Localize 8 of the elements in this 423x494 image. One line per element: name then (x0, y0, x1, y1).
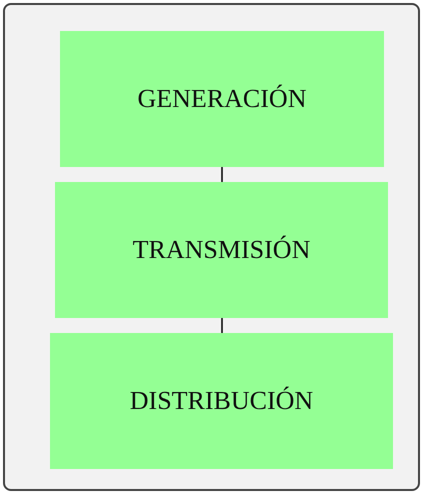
process-box (55, 182, 388, 318)
box-label: TRANSMISIÓN (132, 235, 310, 265)
process-box (50, 333, 393, 469)
process-box (60, 31, 384, 167)
box-label: DISTRIBUCIÓN (130, 386, 314, 416)
connector-line (221, 167, 223, 182)
box-label: GENERACIÓN (138, 84, 306, 114)
connector-line (221, 318, 223, 333)
